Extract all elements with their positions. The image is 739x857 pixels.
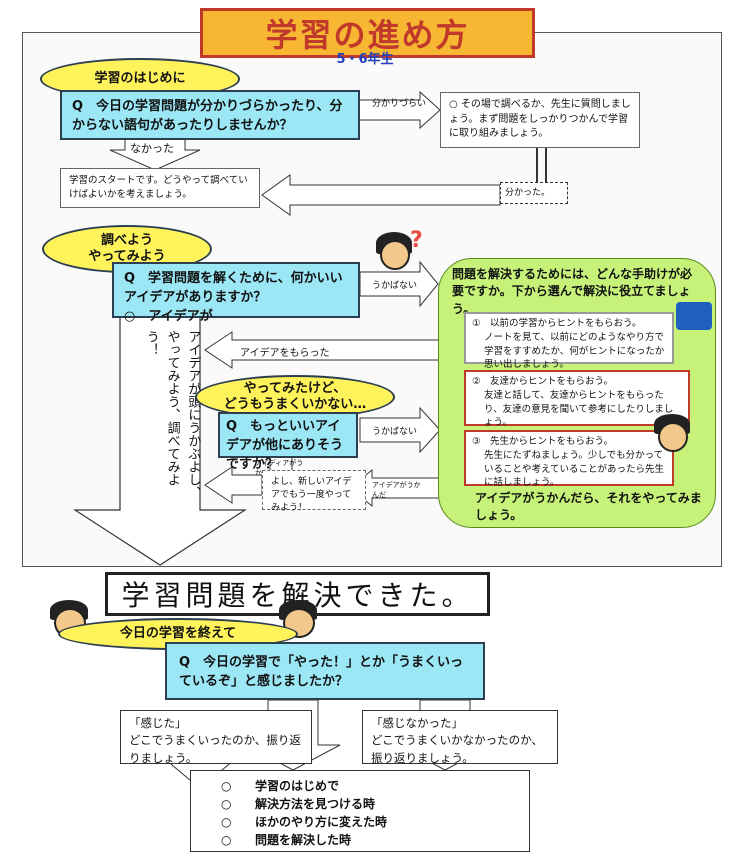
arrow-retry <box>204 466 263 504</box>
hint-1: ① 以前の学習からヒントをもらおう。 ノートを見て、以前にどのようなやり方で学習… <box>464 312 674 370</box>
hint-3-title: ③ 先生からヒントをもらおう。 <box>472 436 613 447</box>
reflect-not-felt: 「感じなかった」 どこでうまくいかなかったのか、振り返りましょう。 <box>362 710 558 765</box>
hint-1-body: ノートを見て、以前にどのようなやり方で学習をすすめたか、何がヒントになったか思い… <box>484 331 665 371</box>
hint-3-body: 先生にたずねましょう。少しでも分かっていることや考えていることがあったら先生に話… <box>484 449 665 489</box>
question-2: Q 学習問題を解くために、何かいいアイデアがありますか？ ○ アイデアが <box>112 262 360 324</box>
start-text: 学習のスタートです。どうやって調べていけばよいかを考えましょう。 <box>60 168 260 208</box>
checklist-item: ○解決方法を見つける時 <box>221 797 376 811</box>
tag-gotidea: アイデアをもらった <box>240 348 330 359</box>
tag-unclear: 分かりづらい <box>372 99 427 109</box>
question-1: Q 今日の学習問題が分かりづらかったり、分からない語句があったりしませんか？ <box>60 90 360 140</box>
checklist-item: ○問題を解決した時 <box>221 833 352 847</box>
help-outro: アイデアがうかんだら、それをやってみましょう。 <box>475 491 702 523</box>
hint-3: ③ 先生からヒントをもらおう。 先生にたずねましょう。少しでも分かっていることや… <box>464 430 674 488</box>
vertical-text: アイデアが頭にうかぶよし、やってみよう、調べてみよう！ <box>143 330 201 499</box>
page-title: 学習の進め方 <box>200 8 535 58</box>
hint-2: ② 友達からヒントをもらおう。 友達と話して、友達からヒントをもらったり、友達の… <box>464 370 690 428</box>
arrow-noidea2 <box>359 406 441 454</box>
checklist-item: ○学習のはじめで <box>221 779 340 793</box>
question-3: Q もっといいアイデアが他にありそうですか？ <box>218 412 358 472</box>
grade-label: 5・6年生 <box>336 52 394 67</box>
thinking-character: ? <box>372 228 424 278</box>
retry-box: よし、新しいアイデアでもう一度やってみよう！ <box>262 470 366 513</box>
advice-box: ○ その場で調べるか、先生に質問しましょう。まず問題をしっかりつかんで学習に取り… <box>440 92 640 148</box>
question-2-line2: ○ アイデアが <box>124 308 213 324</box>
question-2-line1: Q 学習問題を解くために、何かいいアイデアがありますか？ <box>124 271 343 305</box>
tag-idea-small-2: アイデアがうかんだ <box>372 481 421 499</box>
checklist-item: ○ほかのやり方に変えた時 <box>221 815 388 829</box>
reflection-checklist: ○学習のはじめで ○解決方法を見つける時 ○ほかのやり方に変えた時 ○問題を解決… <box>190 770 530 852</box>
arrow-unclear <box>349 90 441 130</box>
tag-noidea: うかばない <box>372 281 418 291</box>
notebook-icon <box>676 302 712 330</box>
question-4: Q 今日の学習で「やった！」とか「うまくいっているぞ」と感じましたか？ <box>165 642 485 700</box>
tag-none: なかった <box>130 142 174 155</box>
hint-2-body: 友達と話して、友達からヒントをもらったり、友達の意見を聞いて参考にしたりしましょ… <box>484 389 674 429</box>
tag-noidea-2: うかばない <box>372 427 418 437</box>
heading-stuck: やってみたけど、 どうもうまくいかない… <box>195 375 395 419</box>
hint-1-title: ① 以前の学習からヒントをもらおう。 <box>472 318 642 329</box>
arrow-noidea <box>359 260 439 308</box>
arrow-none <box>109 137 201 171</box>
question-mark-icon: ? <box>410 228 423 253</box>
arrow-gotidea <box>204 331 441 369</box>
hint-2-title: ② 友達からヒントをもらおう。 <box>472 376 613 387</box>
teacher-character <box>650 412 696 456</box>
reflect-felt: 「感じた」 どこでうまくいったのか、振り返りましょう。 <box>120 710 312 765</box>
arrow-understood <box>261 174 501 216</box>
help-intro: 問題を解決するためには、どんな手助けが必要ですか。下から選んで解決に役立てましょ… <box>452 267 693 316</box>
tag-understood: 分かった。 <box>500 182 568 204</box>
